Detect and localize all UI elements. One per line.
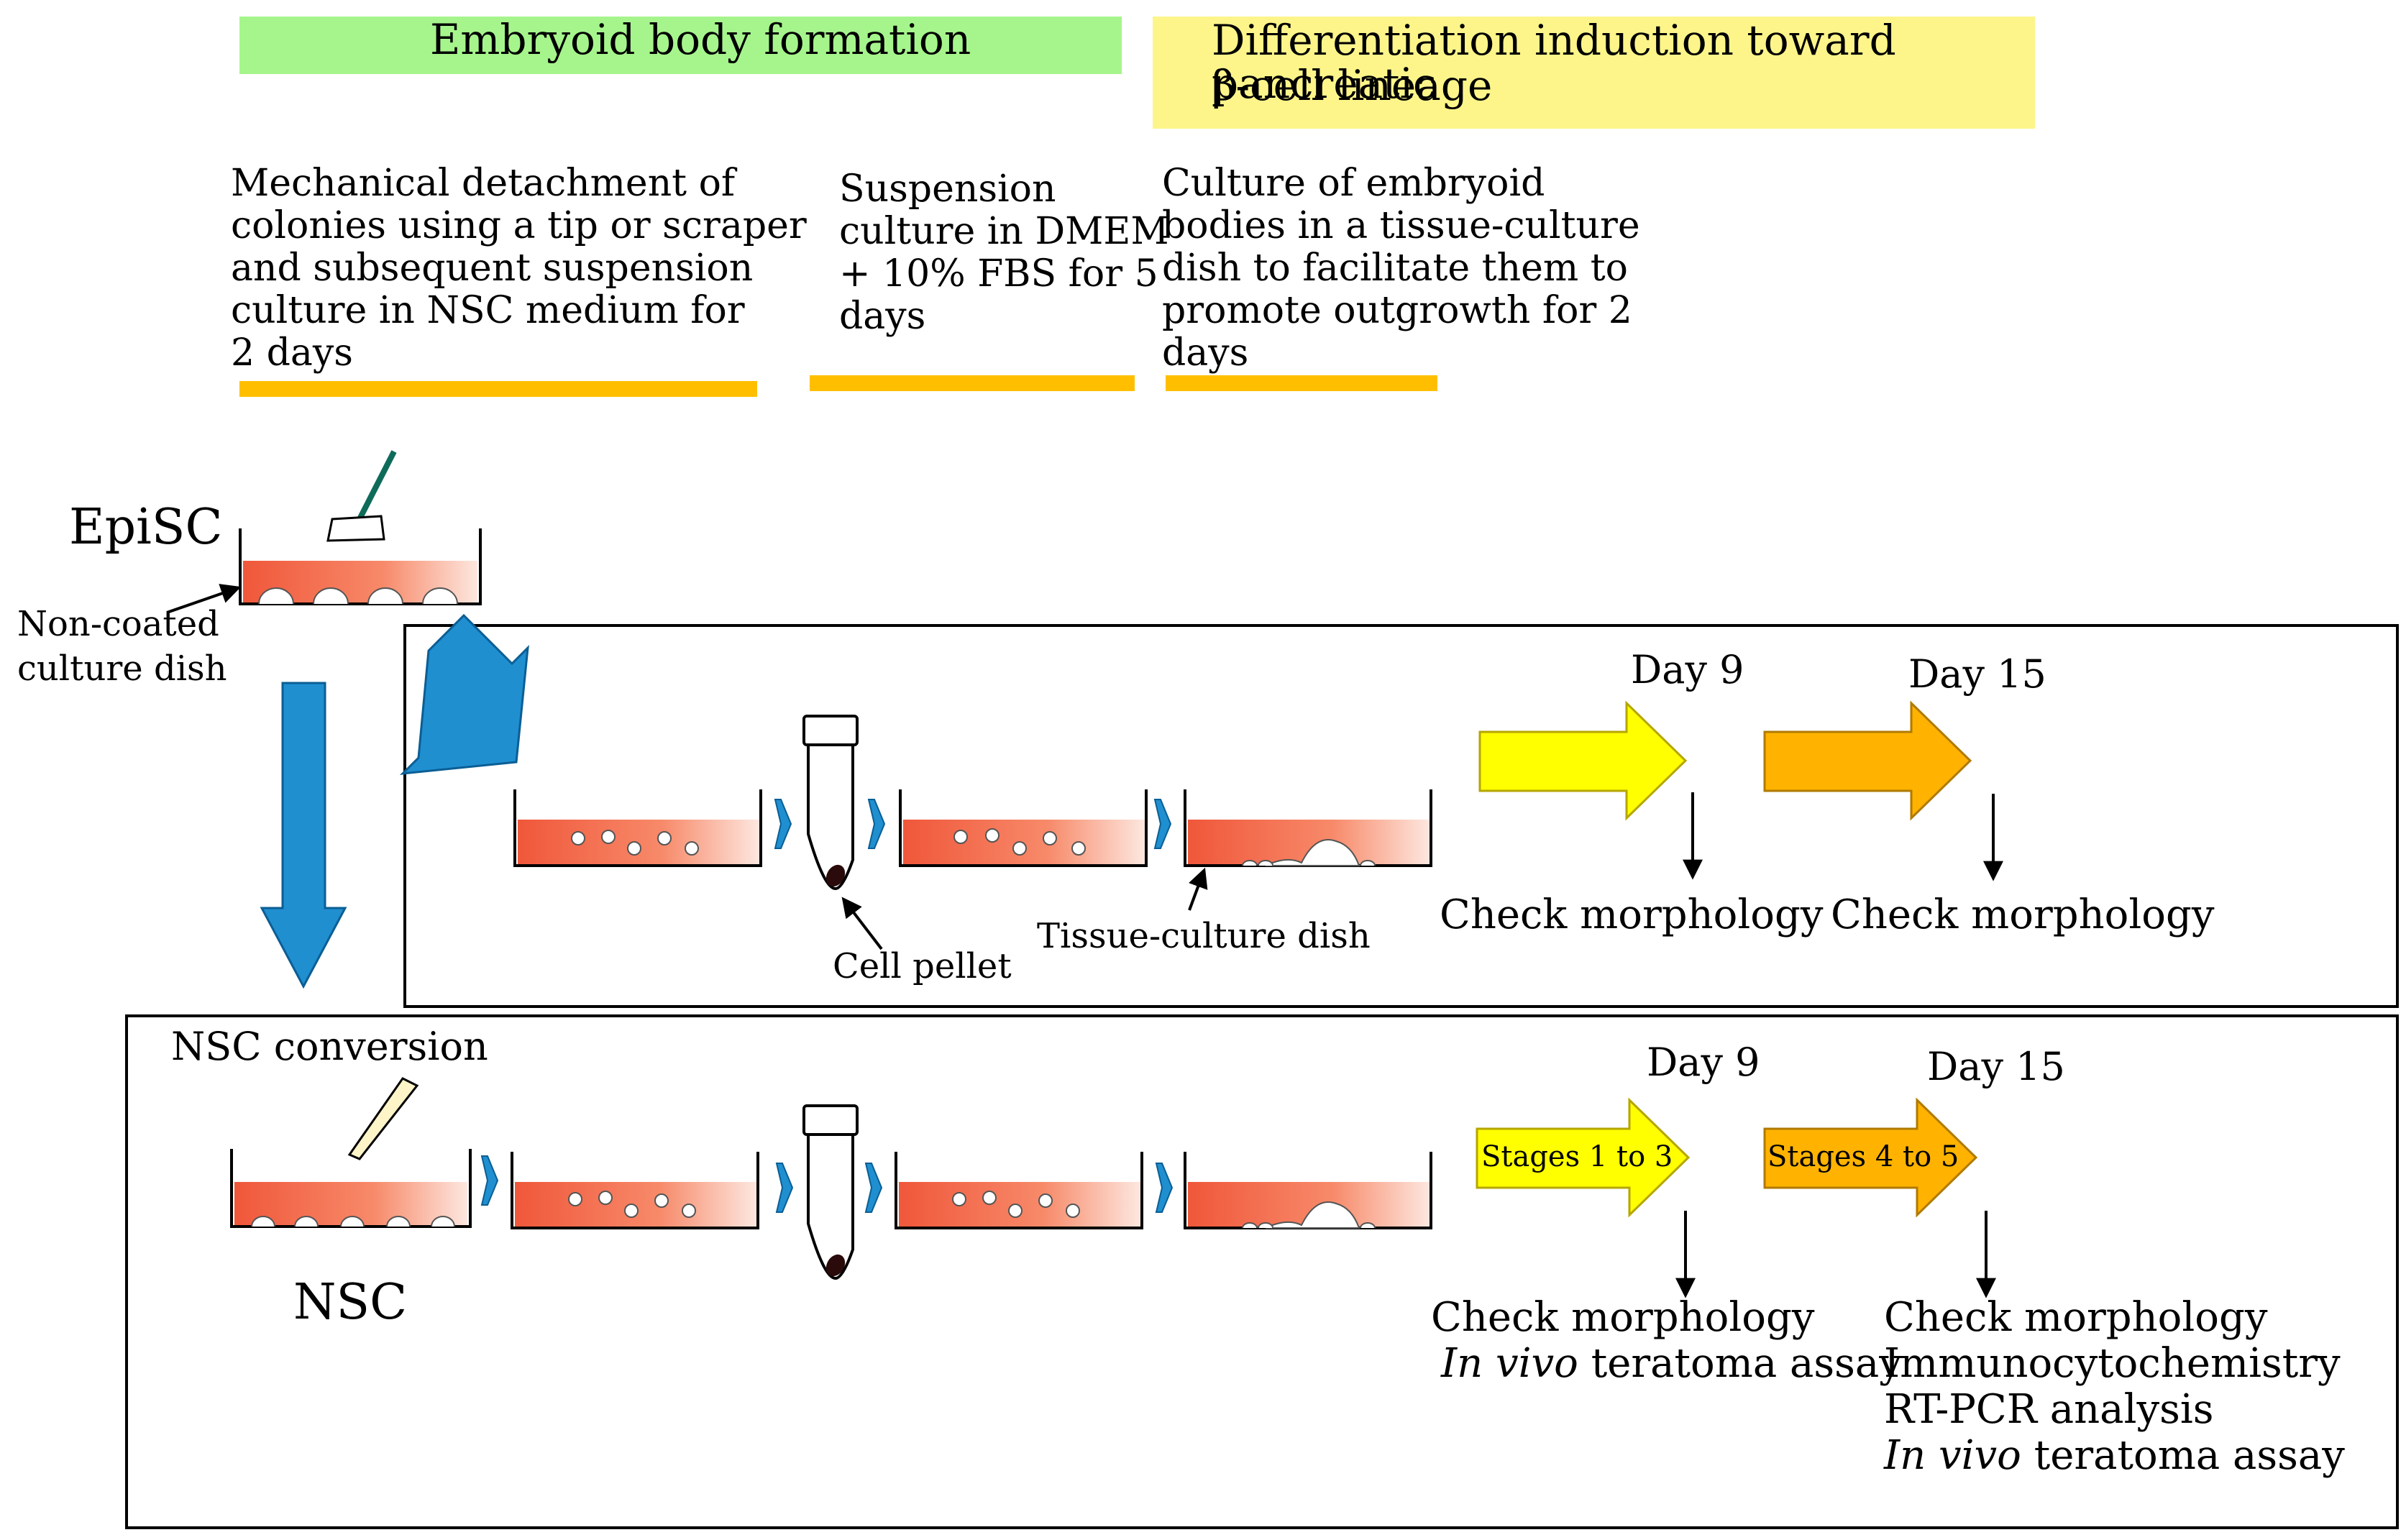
step-outgrowth-line: promote outgrowth for 2 — [1162, 289, 1632, 332]
nsc-conversion-label: NSC conversion — [171, 1024, 488, 1069]
step-outgrowth-line: days — [1162, 331, 1249, 375]
lower-panel — [125, 1014, 2399, 1529]
upper-dish-3 — [1184, 789, 1432, 867]
duration-bar-suspension — [810, 375, 1135, 391]
tissue-dish-label: Tissue-culture dish — [1037, 916, 1371, 956]
differentiation-banner-line1: Differentiation induction toward pancrea… — [1212, 16, 1896, 108]
step-suspension-line: days — [839, 295, 926, 338]
duration-bar-detachment — [239, 381, 757, 397]
yellow-arrow-upper — [1478, 700, 1688, 821]
step-detachment-line: 2 days — [231, 331, 353, 375]
lower-dish-2 — [895, 1152, 1143, 1229]
blue-down-arrow — [260, 682, 347, 989]
step-suspension-line: + 10% FBS for 5 — [839, 252, 1158, 295]
lower-dish-1 — [511, 1152, 759, 1229]
cell-pellet-pointer — [841, 897, 883, 950]
upper-panel — [403, 624, 2399, 1008]
embryoid-banner: Embryoid body formation — [239, 17, 1122, 74]
centrifuge-tube-upper — [802, 715, 859, 891]
orange-arrow-upper — [1763, 700, 1972, 821]
upper-check-morphology-2: Check morphology — [1831, 892, 2215, 938]
yellow-arrow-lower — [1476, 1097, 1691, 1218]
small-blue-arrow — [775, 1163, 794, 1213]
cell-pellet-label: Cell pellet — [833, 946, 1012, 986]
lower-right-list-item: Immunocytochemistry — [1884, 1340, 2341, 1387]
step-outgrowth-line: Culture of embryoid — [1162, 162, 1545, 205]
small-blue-arrow — [480, 1155, 499, 1206]
episc-label: EpiSC — [69, 499, 223, 556]
step-suspension-line: culture in DMEM — [839, 210, 1169, 253]
teratoma-text: teratoma assay — [2021, 1432, 2345, 1479]
step-suspension-line: Suspension — [839, 168, 1056, 211]
lower-day15: Day 15 — [1927, 1044, 2065, 1089]
episc-dish — [239, 528, 482, 605]
upper-dish-1 — [513, 789, 762, 867]
upper-day9: Day 9 — [1631, 647, 1744, 692]
stages-4-5-label: Stages 4 to 5 — [1767, 1140, 1959, 1173]
step-outgrowth-line: dish to facilitate them to — [1162, 247, 1628, 290]
small-blue-arrow — [1155, 1163, 1174, 1213]
duration-bar-outgrowth — [1166, 375, 1437, 391]
in-vivo-italic: In vivo — [1441, 1340, 1578, 1387]
lower-right-list-item: RT-PCR analysis — [1884, 1386, 2214, 1433]
blue-diagonal-arrow — [399, 613, 529, 775]
tissue-dish-pointer — [1188, 867, 1208, 911]
differentiation-banner-line2: β-cell lineage — [1212, 61, 1493, 110]
non-coated-label: Non-coated — [17, 604, 219, 644]
step-detachment-line: Mechanical detachment of — [231, 162, 736, 205]
pipette-icon — [347, 1077, 419, 1160]
lower-day9: Day 9 — [1647, 1040, 1760, 1085]
centrifuge-tube-lower — [802, 1104, 859, 1280]
differentiation-banner: Differentiation induction toward pancrea… — [1153, 17, 2035, 129]
non-coated-label: culture dish — [17, 648, 227, 689]
in-vivo-italic: In vivo — [1884, 1432, 2021, 1479]
stages-1-3-label: Stages 1 to 3 — [1481, 1140, 1673, 1173]
lower-check-morphology-left: Check morphology — [1431, 1294, 1815, 1341]
scraper-icon — [326, 450, 397, 542]
small-blue-arrow — [864, 1163, 883, 1213]
embryoid-banner-title: Embryoid body formation — [430, 15, 971, 64]
non-coated-pointer — [166, 584, 242, 614]
step-detachment-line: culture in NSC medium for — [231, 289, 745, 332]
upper-day15: Day 15 — [1908, 651, 2046, 697]
small-blue-arrow — [867, 799, 886, 849]
orange-arrow-lower — [1763, 1097, 1978, 1218]
lower-teratoma-right: In vivo teratoma assay — [1884, 1432, 2345, 1479]
lower-dish-3 — [1184, 1152, 1432, 1229]
step-outgrowth-line: bodies in a tissue-culture — [1162, 204, 1640, 247]
lower-right-list-item: Check morphology — [1884, 1294, 2268, 1341]
lower-teratoma-left: In vivo teratoma assay — [1441, 1340, 1902, 1387]
small-blue-arrow — [774, 799, 792, 849]
small-blue-arrow — [1153, 799, 1172, 849]
step-detachment-line: and subsequent suspension — [231, 247, 754, 290]
step-detachment-line: colonies using a tip or scraper — [231, 204, 807, 247]
upper-dish-2 — [899, 789, 1148, 867]
nsc-dish — [230, 1149, 472, 1228]
nsc-label: NSC — [293, 1274, 408, 1331]
upper-check-morphology-1: Check morphology — [1440, 892, 1824, 938]
teratoma-text: teratoma assay — [1578, 1340, 1902, 1387]
